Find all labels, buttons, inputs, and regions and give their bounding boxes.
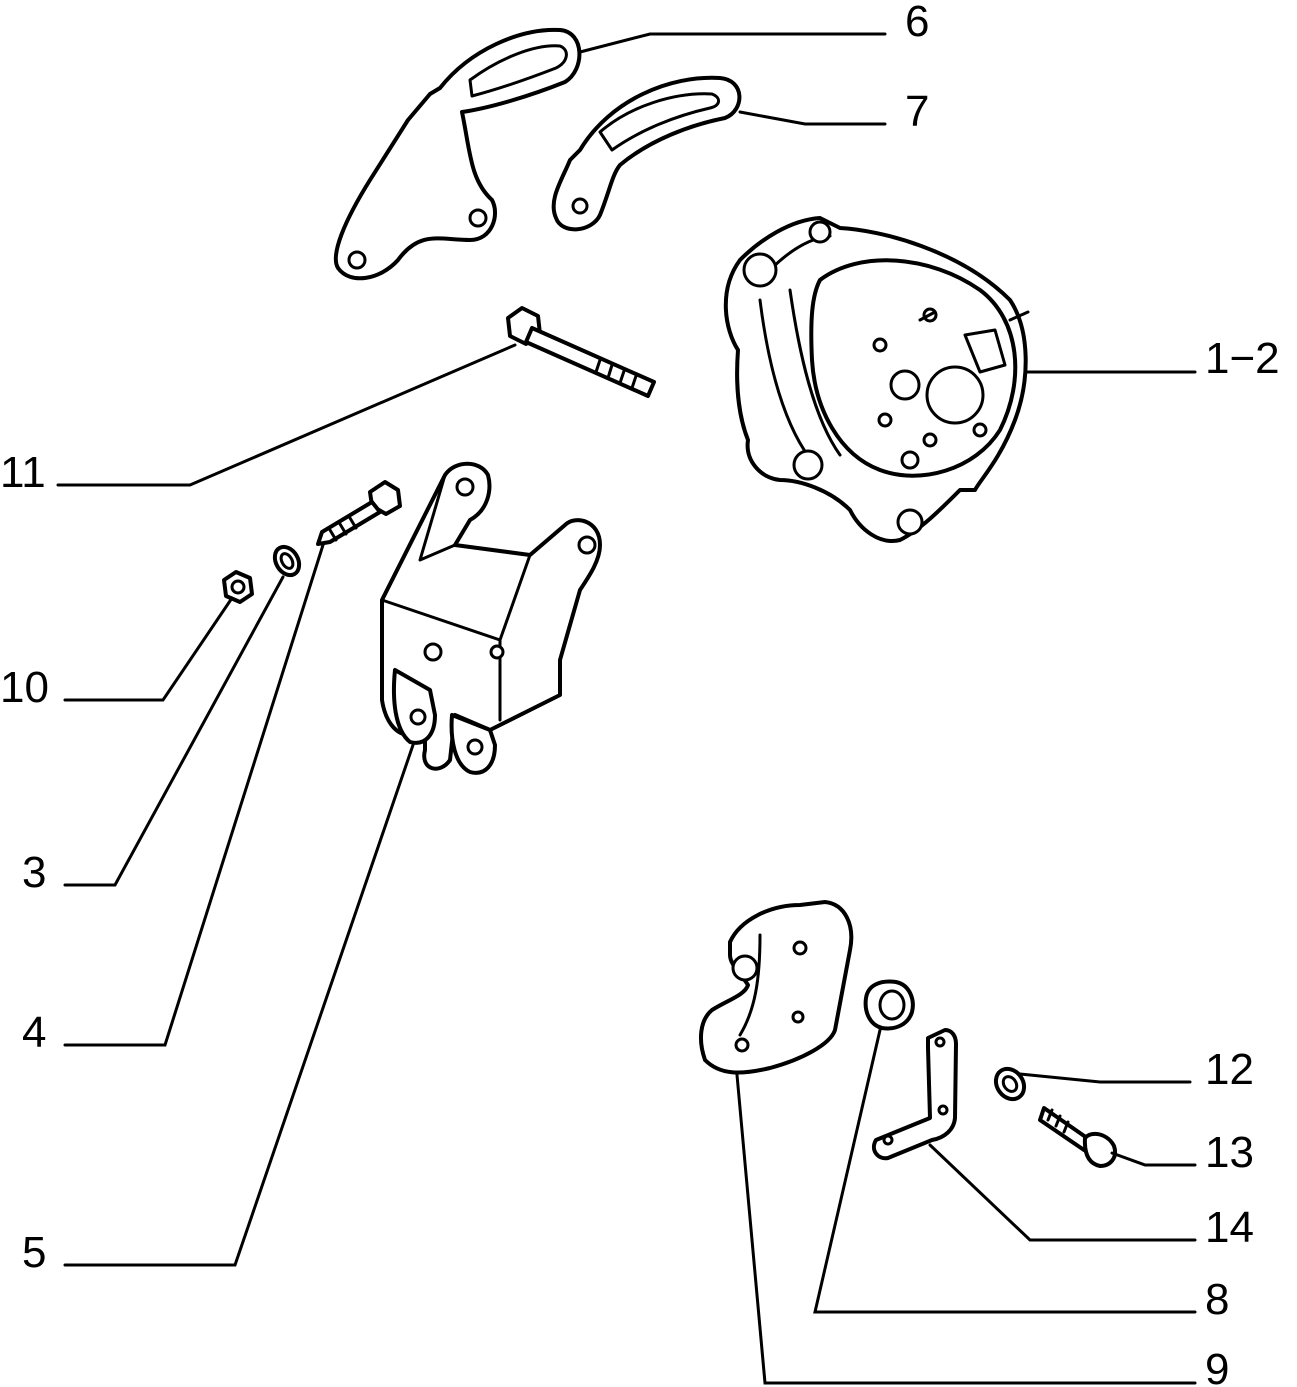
part-1-2-alternator [723, 216, 1030, 543]
leader-3 [63, 575, 285, 887]
leader-14 [928, 1143, 1197, 1242]
part-11-long-bolt [506, 306, 656, 398]
callout-11: 11 [0, 448, 46, 497]
callout-1-2: 1−2 [1205, 334, 1280, 383]
callout-7: 7 [905, 87, 929, 136]
leader-7 [738, 110, 887, 126]
callout-8: 8 [1205, 1275, 1229, 1324]
part-6-bracket [333, 27, 582, 281]
leader-8 [813, 1028, 1197, 1314]
leader-13 [1110, 1151, 1197, 1167]
part-4-bolt [316, 480, 402, 546]
leader-11 [56, 343, 517, 487]
part-5-mounting-bracket [380, 461, 602, 775]
part-12-washer [993, 1066, 1027, 1102]
callout-5: 5 [22, 1228, 46, 1277]
leader-lines [56, 32, 1197, 1385]
leader-10 [63, 596, 234, 702]
leader-9 [735, 1073, 1197, 1385]
callout-9: 9 [1205, 1345, 1229, 1387]
callout-13: 13 [1205, 1128, 1254, 1177]
callout-3: 3 [22, 848, 46, 897]
part-10-nut [222, 570, 254, 604]
callout-14: 14 [1205, 1203, 1254, 1252]
callout-12: 12 [1205, 1045, 1254, 1094]
part-13-bolt [1038, 1106, 1117, 1168]
leader-6 [578, 32, 887, 54]
part-9-lower-plate [698, 900, 854, 1075]
part-7-slotted-arm [551, 75, 742, 232]
part-8-bushing [863, 979, 915, 1031]
leader-5 [63, 743, 415, 1267]
part-14-l-bracket [871, 1028, 958, 1161]
callout-4: 4 [22, 1008, 46, 1057]
callout-6: 6 [905, 0, 929, 46]
callout-10: 10 [0, 663, 49, 712]
part-3-washer [272, 544, 302, 578]
leader-12 [1018, 1072, 1192, 1084]
leader-4 [63, 543, 325, 1047]
